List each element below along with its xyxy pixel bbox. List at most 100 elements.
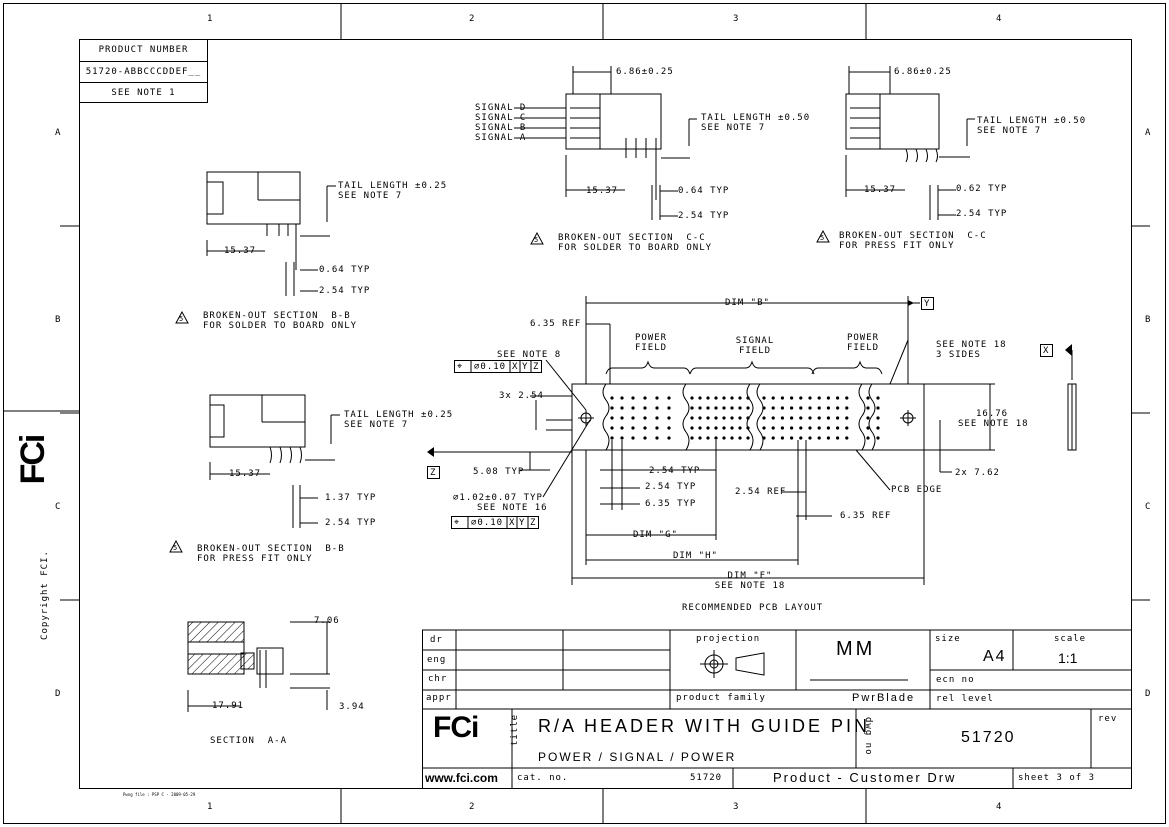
sa-dim-1791: 17.91 [212,701,245,711]
vb2-dim-254: 2.54 TYP [325,518,377,528]
tb-size-value: A4 [983,648,1007,665]
pcb-hole [620,436,624,440]
tb-product-family-label: product family [676,693,766,703]
pcb-hole [780,396,785,400]
pcb-hole [799,416,803,420]
pcb-hole [780,406,785,410]
vb2-dim-137: 1.37 TYP [325,493,377,503]
pcb-hole [730,436,734,440]
pcb-hole [808,406,812,410]
pcb-see-note-18: SEE NOTE 18 [936,340,1007,350]
pcb-hole [620,396,624,400]
file-note: Pwng file : PSP C - 2009-05-29 [123,792,196,797]
pcb-hole [698,426,702,430]
vc1-signal-d: SIGNAL D [475,103,527,113]
pcb-hole-dia: ⌀1.02±0.07 TYP [453,493,543,503]
pcb-hole [643,416,647,420]
pcb-hole-pattern [610,396,880,440]
zone-bottom-2: 2 [469,802,476,812]
zone-left-d: D [55,689,62,699]
vc2-tail-length: TAIL LENGTH ±0.50 [977,116,1087,126]
pcb-hole [817,396,821,400]
zone-bottom-1: 1 [207,802,214,812]
datum-z: Z [430,468,437,478]
pcb-hole [655,426,659,430]
pcb-hole [730,426,734,430]
pcb-hole [667,406,671,410]
zone-right-c: C [1145,502,1152,512]
sa-dim-394: 3.94 [339,702,365,712]
tb-rel-level: rel level [936,694,994,704]
pcb-hole [698,436,702,440]
pcb-hole [746,406,750,410]
pcb-hole [690,436,694,440]
fcf1-datum-y: Y [522,362,529,372]
pcb-hole [698,396,702,400]
vc1-flag-note: 5 [534,236,540,244]
pcb-hole [771,436,775,440]
pcb-hole [845,426,849,430]
pcb-hole [762,406,766,410]
pcb-hole [738,406,742,410]
pcb-hole [730,396,734,400]
pcb-hole [746,436,750,440]
pcb-hole [836,416,840,420]
pcb-hole [667,396,671,400]
fci-vertical-logo: FCi [14,435,52,485]
pcb-hole [836,406,840,410]
copyright-label: Copyright FCI. [40,550,50,640]
pcb-3-sides: 3 SIDES [936,350,981,360]
pcb-hole [876,426,880,430]
zone-top-3: 3 [733,14,740,24]
product-number-value: 51720-ABBCCCDDEF__ [85,67,202,77]
pcb-hole [799,426,803,430]
sa-dim-706: 7.06 [314,616,340,626]
pcb-hole [706,396,710,400]
vb1-caption-2: FOR SOLDER TO BOARD ONLY [203,321,358,331]
pcb-hole [620,406,624,410]
pcb-dim-635ref: 6.35 REF [840,511,892,521]
pcb-hole [771,406,775,410]
power-field-2-a: POWER [846,333,880,343]
power-field-2-b: FIELD [846,343,880,353]
vc1-tail-length: TAIL LENGTH ±0.50 [701,113,811,123]
pcb-dim-1676: 16.76 [976,409,1009,419]
zone-top-2: 2 [469,14,476,24]
vc1-signal-c: SIGNAL C [475,113,527,123]
pcb-hole [631,396,635,400]
pcb-hole [836,396,840,400]
pcb-hole [817,406,821,410]
pcb-hole [826,436,831,440]
datum-y: Y [924,299,931,309]
pcb-hole [722,396,726,400]
tb-eng-label: eng [427,655,447,665]
pcb-hole [876,406,880,410]
pcb-hole [845,406,849,410]
pcb-hole [808,436,812,440]
tb-cat-no: 51720 [690,773,723,783]
pcb-hole [762,416,766,420]
pcb-dim-h: DIM "H" [673,551,718,561]
pcb-hole [738,436,742,440]
tb-title-label: title [510,713,520,746]
pcb-hole [817,416,821,420]
pcb-hole [826,406,831,410]
pcb-hole [771,416,775,420]
tb-ecn-label: ecn no [936,675,975,685]
vc2-dim-254: 2.54 TYP [956,209,1008,219]
title-block-grid [422,629,1131,789]
pcb-hole [826,396,831,400]
pcb-hole [610,416,614,420]
pcb-hole [620,416,624,420]
pcb-hole [690,396,694,400]
pcb-hole [845,416,849,420]
pcb-hole [620,426,624,430]
pcb-hole [722,416,726,420]
vc2-dim-1537: 15.37 [864,185,897,195]
vb2-tail-length: TAIL LENGTH ±0.25 [344,410,454,420]
tb-doc-type: Product - Customer Drw [773,770,957,785]
pcb-hole [817,426,821,430]
pcb-hole [643,406,647,410]
vc1-signal-a: SIGNAL A [475,133,527,143]
